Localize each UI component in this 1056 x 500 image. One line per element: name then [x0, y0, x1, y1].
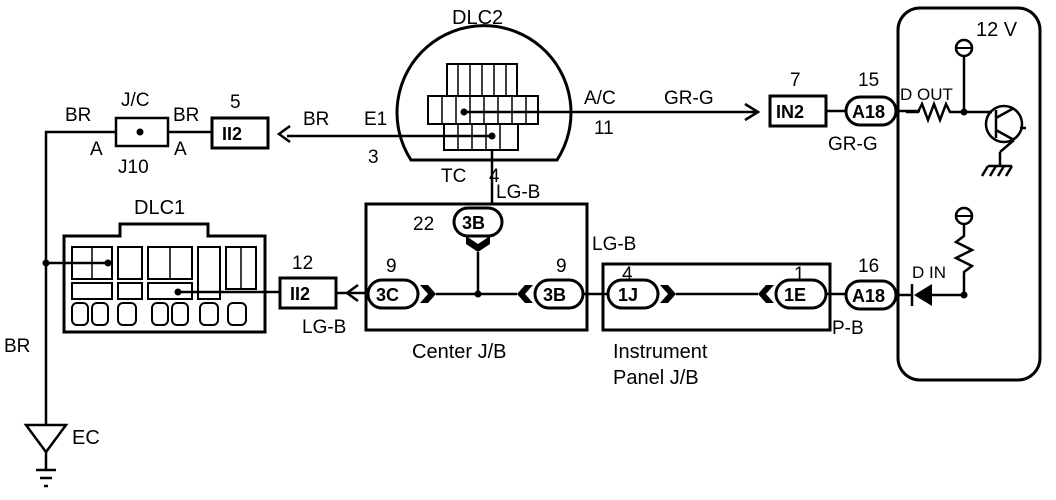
wire-e1-color: BR	[303, 109, 329, 130]
ii2-bottom-pin: 12	[292, 253, 313, 274]
center-jb-right-label: 3B	[543, 285, 566, 305]
ecu-dout: D OUT	[900, 85, 953, 104]
ecu-din: D IN	[912, 263, 946, 282]
center-jb-top-label: 3B	[462, 213, 485, 233]
wire-din-color: P-B	[832, 318, 864, 339]
a18-top-pin: 15	[858, 70, 879, 91]
dlc2-ac-label: A/C	[584, 88, 616, 109]
a18-bottom-pin: 16	[858, 256, 879, 277]
ip-jb-left-pin: 4	[622, 264, 633, 285]
dlc2-tc-pin: 4	[489, 166, 500, 187]
jc-left-wire: BR	[65, 105, 91, 126]
ip-jb-right-label: 1E	[784, 285, 806, 305]
ip-jb-right-pin: 1	[794, 264, 805, 285]
jc-right-pin: A	[174, 139, 187, 160]
connector-ii2-bottom: 12 II2	[278, 253, 359, 310]
ii2-top-arrow	[276, 124, 291, 144]
dlc2-title: DLC2	[452, 7, 503, 29]
ecu-module: 12 V D OUT D IN	[896, 6, 1042, 382]
ii2-top-pin: 5	[230, 92, 241, 113]
center-jb-top-pin: 22	[413, 214, 434, 235]
dlc1-title: DLC1	[134, 197, 185, 219]
ip-jb-left-label: 1J	[618, 285, 638, 305]
ii2-bottom-label: II2	[290, 284, 310, 304]
wire-dout-color: GR-G	[828, 134, 878, 155]
instrument-panel-junction-block: Instrument Panel J/B 4 1J 1 1E	[601, 262, 832, 389]
center-junction-block: Center J/B 22 3B 9 3C 9 3B	[364, 202, 589, 363]
wire-center-ip-color: LG-B	[592, 234, 636, 255]
dlc2-tc-label: TC	[441, 166, 466, 187]
ii2-top-label: II2	[222, 124, 242, 144]
connector-a18-top: 15 A18	[844, 70, 898, 127]
splice-br	[42, 259, 50, 267]
ecu-voltage: 12 V	[976, 19, 1018, 41]
jc-label: J/C	[121, 90, 150, 111]
in2-label: IN2	[776, 102, 804, 122]
center-jb-title: Center J/B	[412, 341, 506, 363]
wire-br-ground	[44, 130, 116, 425]
ip-jb-title-2: Panel J/B	[613, 367, 699, 389]
junction-connector-j10: J/C J10 A A BR BR	[65, 90, 199, 178]
dlc1-connector: DLC1	[62, 197, 267, 334]
jc-right-wire: BR	[173, 105, 199, 126]
wire-dlc1-color: LG-B	[302, 317, 346, 338]
ip-jb-title-1: Instrument	[613, 341, 708, 363]
center-jb-left-pin: 9	[386, 256, 397, 277]
dlc2-e1-pin: 3	[368, 147, 379, 168]
wire-tc-color: LG-B	[496, 182, 540, 203]
jc-left-pin: A	[90, 139, 103, 160]
jc-code: J10	[118, 157, 149, 178]
dlc2-ac-pin: 11	[594, 118, 614, 139]
wire-ac-arrow	[744, 102, 761, 122]
dlc1-housing	[62, 222, 267, 334]
ground-label: EC	[72, 427, 100, 449]
a18-top-label: A18	[852, 102, 885, 122]
dlc2-e1-label: E1	[364, 109, 387, 130]
connector-a18-bottom: 16 A18	[844, 256, 898, 311]
in2-pin: 7	[790, 70, 801, 91]
center-jb-right-pin: 9	[556, 256, 567, 277]
connector-in2: 7 IN2	[768, 70, 828, 128]
ground-ec: EC	[23, 423, 100, 488]
dlc2-housing	[395, 24, 573, 162]
wire-ac-color: GR-G	[664, 88, 714, 109]
wire-br-left-color: BR	[4, 336, 30, 357]
a18-bottom-label: A18	[852, 286, 885, 306]
connector-ii2-top: 5 II2	[210, 92, 291, 150]
center-jb-left-label: 3C	[376, 285, 399, 305]
